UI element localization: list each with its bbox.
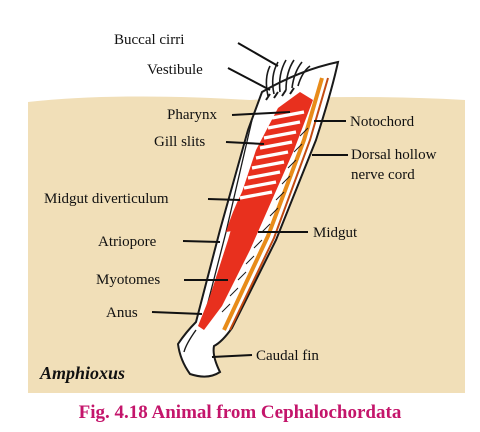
leader-anus bbox=[151, 311, 203, 315]
leader-gill-slits bbox=[225, 141, 265, 145]
mouth-teeth bbox=[265, 87, 295, 101]
gill-slit-bars bbox=[239, 110, 305, 200]
label-buccal-cirri: Buccal cirri bbox=[114, 32, 184, 48]
figure-caption: Fig. 4.18 Animal from Cephalochordata bbox=[79, 402, 402, 423]
label-nerve-cord: nerve cord bbox=[351, 167, 415, 183]
label-dorsal-hollow: Dorsal hollow bbox=[351, 147, 437, 163]
label-myotomes: Myotomes bbox=[96, 272, 160, 288]
label-notochord: Notochord bbox=[350, 114, 415, 130]
label-vestibule: Vestibule bbox=[147, 62, 203, 78]
label-anus: Anus bbox=[106, 305, 138, 321]
label-caudal-fin: Caudal fin bbox=[256, 348, 319, 364]
leader-atriopore bbox=[182, 240, 221, 243]
caudal-fin-edge bbox=[183, 329, 197, 353]
species-name: Amphioxus bbox=[39, 363, 125, 383]
label-midgut-diverticulum: Midgut diverticulum bbox=[44, 191, 169, 207]
label-pharynx: Pharynx bbox=[167, 107, 217, 123]
leader-pharynx bbox=[231, 111, 291, 116]
label-midgut: Midgut bbox=[313, 225, 358, 241]
notochord bbox=[222, 77, 324, 331]
myotome-hatching bbox=[221, 127, 309, 313]
label-gill-slits: Gill slits bbox=[154, 134, 205, 150]
label-atriopore: Atriopore bbox=[98, 234, 157, 250]
leader-buccal-cirri bbox=[237, 42, 279, 67]
midgut-diverticulum-pouch bbox=[226, 192, 242, 232]
leader-vestibule bbox=[227, 67, 271, 91]
leader-midgut-diverticulum bbox=[207, 198, 241, 201]
buccal-cirri bbox=[265, 59, 311, 97]
nerve-cord bbox=[229, 77, 329, 331]
leader-caudal-fin bbox=[211, 354, 253, 358]
